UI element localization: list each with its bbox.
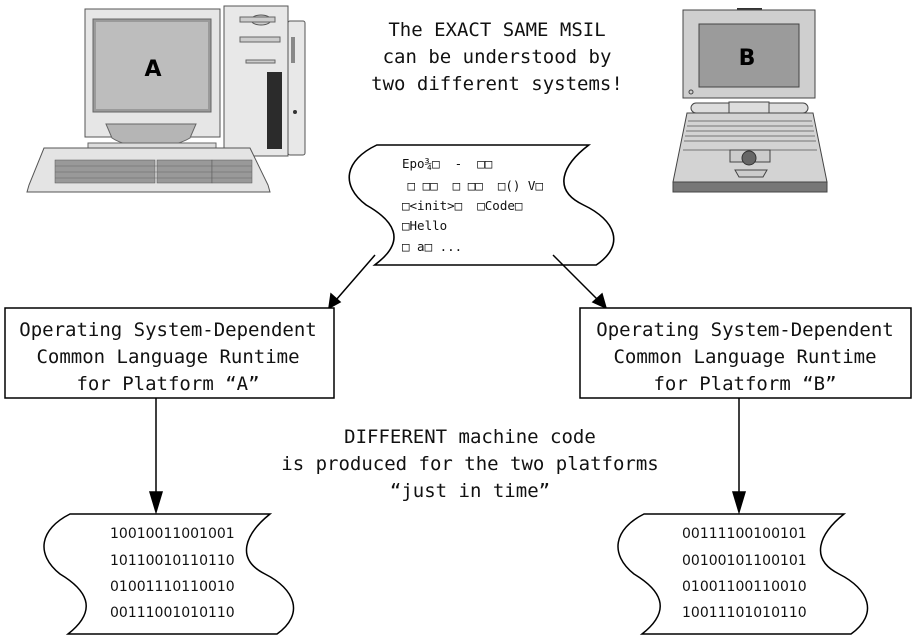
computer-b-label: B bbox=[739, 46, 756, 71]
middle-caption-line: is produced for the two platforms bbox=[281, 453, 659, 475]
top-caption-line: can be understood by bbox=[383, 46, 612, 68]
computer-a-label: A bbox=[144, 57, 161, 82]
middle-caption-line: DIFFERENT machine code bbox=[344, 426, 596, 448]
machine-code-a-line: 10110010110110 bbox=[110, 553, 235, 569]
msil-line: □Hello bbox=[402, 218, 447, 233]
machine-code-a-line: 00111001010110 bbox=[110, 605, 235, 621]
runtime-a-box: Operating System-Dependent Common Langua… bbox=[4, 307, 335, 399]
machine-code-a-document: 10010011001001 10110010110110 0100111011… bbox=[43, 513, 295, 635]
machine-code-a-line: 10010011001001 bbox=[110, 526, 235, 542]
msil-document: Epo¾□ - □□ □ □□ □ □□ □() V□ □<init>□ □Co… bbox=[348, 144, 615, 266]
arrowhead-icon bbox=[148, 491, 164, 515]
runtime-a-line: Operating System-Dependent bbox=[19, 319, 316, 341]
arrowhead-icon bbox=[591, 292, 608, 310]
arrowhead-icon bbox=[328, 292, 342, 310]
arrow-msil-to-runtime-a bbox=[335, 254, 376, 301]
machine-code-b-line: 00111100100101 bbox=[682, 526, 807, 542]
machine-code-a-line: 01001110110010 bbox=[110, 579, 235, 595]
machine-code-b-document: 00111100100101 00100101100101 0100110011… bbox=[617, 513, 869, 635]
arrow-msil-to-runtime-b bbox=[552, 254, 599, 301]
msil-line: □<init>□ □Code□ bbox=[402, 198, 523, 213]
top-caption-line: The EXACT SAME MSIL bbox=[388, 19, 605, 41]
machine-code-b-line: 01001100110010 bbox=[682, 579, 807, 595]
top-caption: The EXACT SAME MSIL can be understood by… bbox=[371, 19, 623, 95]
middle-caption: DIFFERENT machine code is produced for t… bbox=[281, 426, 659, 502]
top-caption-line: two different systems! bbox=[371, 73, 623, 95]
runtime-a-line: Common Language Runtime bbox=[36, 346, 299, 368]
msil-line: □ □□ □ □□ □() V□ bbox=[400, 178, 543, 193]
runtime-a-line: for Platform “A” bbox=[76, 373, 259, 395]
msil-line: Epo¾□ - □□ bbox=[402, 156, 493, 171]
arrowhead-icon bbox=[731, 491, 747, 515]
laptop-computer-b-icon: B bbox=[672, 8, 828, 193]
middle-caption-line: “just in time” bbox=[390, 480, 550, 502]
desktop-computer-a-icon: A bbox=[26, 5, 306, 193]
runtime-b-line: for Platform “B” bbox=[653, 373, 836, 395]
runtime-b-box: Operating System-Dependent Common Langua… bbox=[579, 307, 912, 399]
runtime-b-line: Operating System-Dependent bbox=[596, 319, 893, 341]
machine-code-b-line: 00100101100101 bbox=[682, 553, 807, 569]
machine-code-b-line: 10011101010110 bbox=[682, 605, 807, 621]
runtime-b-line: Common Language Runtime bbox=[613, 346, 876, 368]
msil-line: □ a□ ... bbox=[402, 239, 462, 254]
